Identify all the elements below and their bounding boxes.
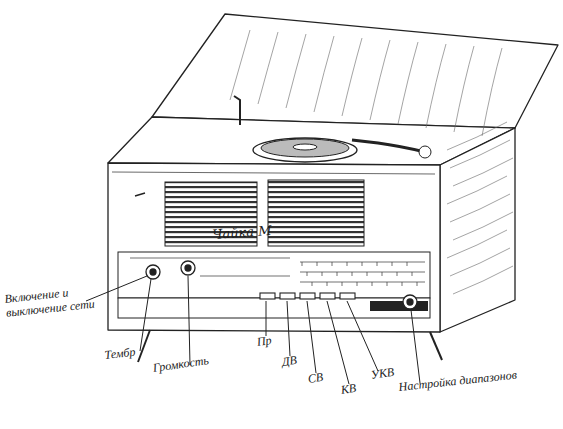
band-button [260, 293, 275, 299]
band-button [340, 293, 355, 299]
lid [152, 14, 558, 128]
band-button [320, 293, 335, 299]
leg [430, 332, 442, 360]
callout-label: ДВ [281, 354, 298, 370]
control-strip [118, 298, 430, 318]
callout-label: Пр [256, 334, 272, 350]
volume-knob [181, 261, 195, 275]
callout-label: Включение и выключение сети [4, 283, 98, 320]
tone-arm [352, 140, 425, 152]
callout-label: Громкость [152, 354, 210, 375]
speaker-grille [268, 180, 364, 246]
callout-label: КВ [340, 382, 357, 398]
callout-label: Тембр [104, 346, 136, 363]
leg [138, 330, 150, 362]
callout-label: Настройка диапазонов [398, 369, 518, 395]
band-button [280, 293, 295, 299]
record-holder [234, 96, 240, 125]
front-panel [108, 163, 440, 332]
dial-scale [118, 252, 430, 298]
turntable [253, 138, 357, 162]
band-button [300, 293, 315, 299]
record [261, 139, 349, 157]
callout-label: УКВ [370, 366, 395, 383]
tuning-knob [403, 295, 417, 309]
power-knob [146, 265, 160, 279]
callout-label: СВ [307, 371, 324, 387]
side-panel [440, 128, 515, 332]
leader-lines [86, 276, 420, 384]
dial-window [370, 301, 428, 311]
